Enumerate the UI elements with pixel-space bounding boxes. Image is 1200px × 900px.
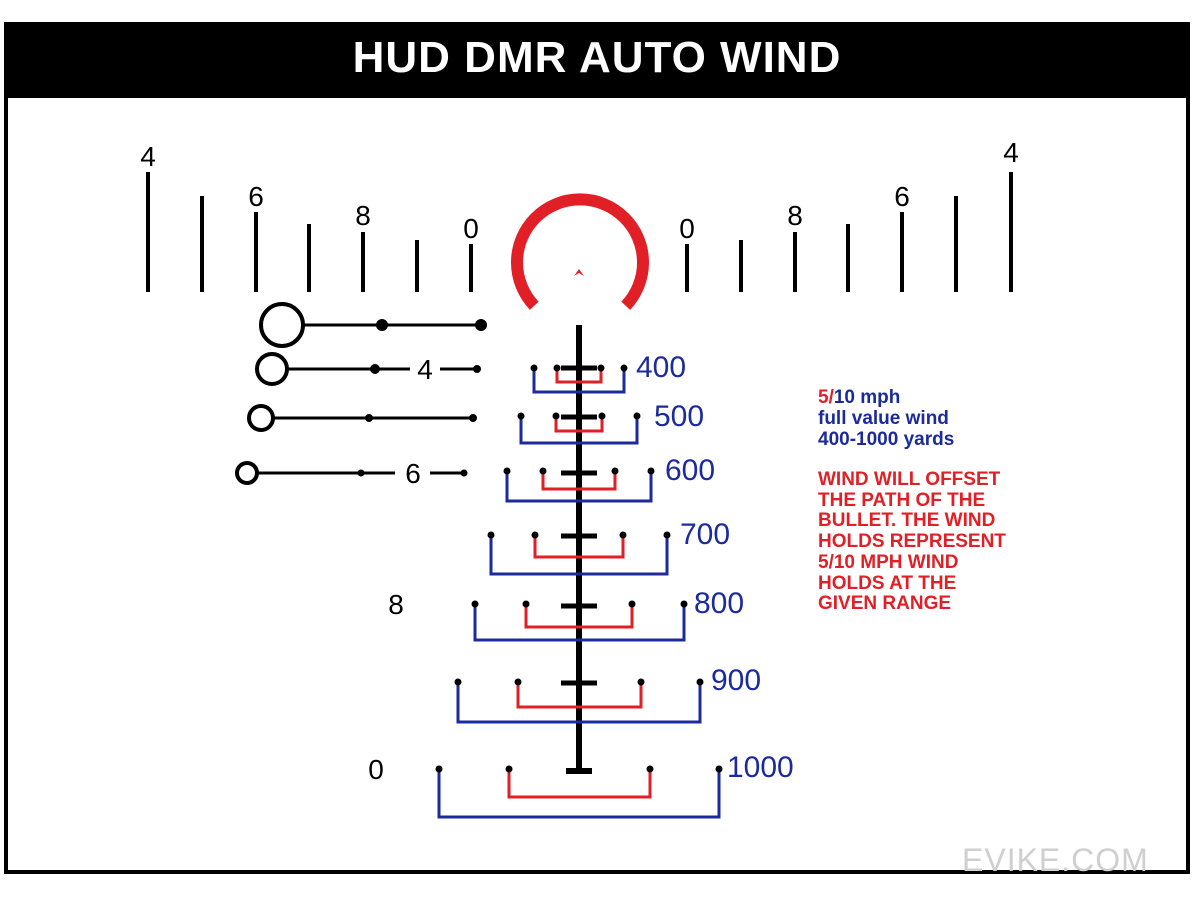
wind-offset-note: WIND WILL OFFSET THE PATH OF THE BULLET.… [818, 469, 1078, 615]
offset-note-line: HOLDS AT THE [818, 572, 957, 594]
range-label: 800 [694, 587, 744, 620]
stadia-label: 8 [355, 200, 371, 231]
offset-note-line: WIND WILL OFFSET [818, 469, 1001, 490]
range-label: 700 [680, 518, 730, 551]
stadia-label: 4 [140, 141, 156, 172]
horseshoe-ring [511, 193, 649, 310]
range-label: 900 [711, 664, 761, 697]
wind-note-line3: 400-1000 yards [818, 429, 955, 450]
watermark: EVIKE.COM [962, 842, 1149, 878]
stadia-label: 8 [787, 200, 803, 231]
diagram-title: HUD DMR AUTO WIND [4, 22, 1190, 98]
side-label: 0 [368, 754, 384, 785]
offset-note-line: GIVEN RANGE [818, 593, 952, 615]
center-chevron [574, 269, 584, 276]
rangefinder-row-4 [235, 461, 468, 485]
range-label: 400 [636, 351, 686, 384]
stadia-label: 4 [1003, 137, 1019, 168]
wind-value-note: 5/10 mph full value wind 400-1000 yards [818, 387, 954, 450]
range-label: 1000 [727, 751, 794, 784]
wind-note-blue: 10 mph [833, 387, 901, 408]
side-label: 4 [417, 354, 433, 385]
stadia-label: 0 [679, 213, 695, 244]
rangefinder-row-2 [255, 352, 481, 386]
range-row-500 [517, 412, 641, 445]
range-row-800 [471, 600, 688, 642]
post-hash-marks [561, 365, 597, 686]
rangefinder-row-3 [247, 404, 477, 432]
range-row-400 [530, 364, 628, 394]
range-row-600 [503, 467, 655, 503]
stadia-label: 0 [463, 213, 479, 244]
offset-note-line: HOLDS REPRESENT [818, 531, 1006, 553]
range-label: 500 [654, 400, 704, 433]
stadia-ticks [146, 172, 1013, 292]
wind-note-red: 5/ [818, 387, 834, 408]
stadia-label: 6 [248, 181, 264, 212]
range-label: 600 [665, 454, 715, 487]
offset-note-line: 5/10 MPH WIND [818, 551, 959, 573]
stadia-label: 6 [894, 181, 910, 212]
wind-note-line2: full value wind [818, 408, 949, 429]
rangefinder-row-1 [259, 302, 487, 348]
diagram-frame [4, 22, 1190, 874]
offset-note-line: BULLET. THE WIND [818, 510, 996, 532]
offset-note-line: THE PATH OF THE [818, 489, 986, 511]
range-row-900 [454, 678, 704, 724]
range-row-700 [487, 531, 671, 576]
side-label: 8 [388, 589, 404, 620]
range-row-1000 [435, 765, 723, 819]
side-label: 6 [405, 458, 421, 489]
